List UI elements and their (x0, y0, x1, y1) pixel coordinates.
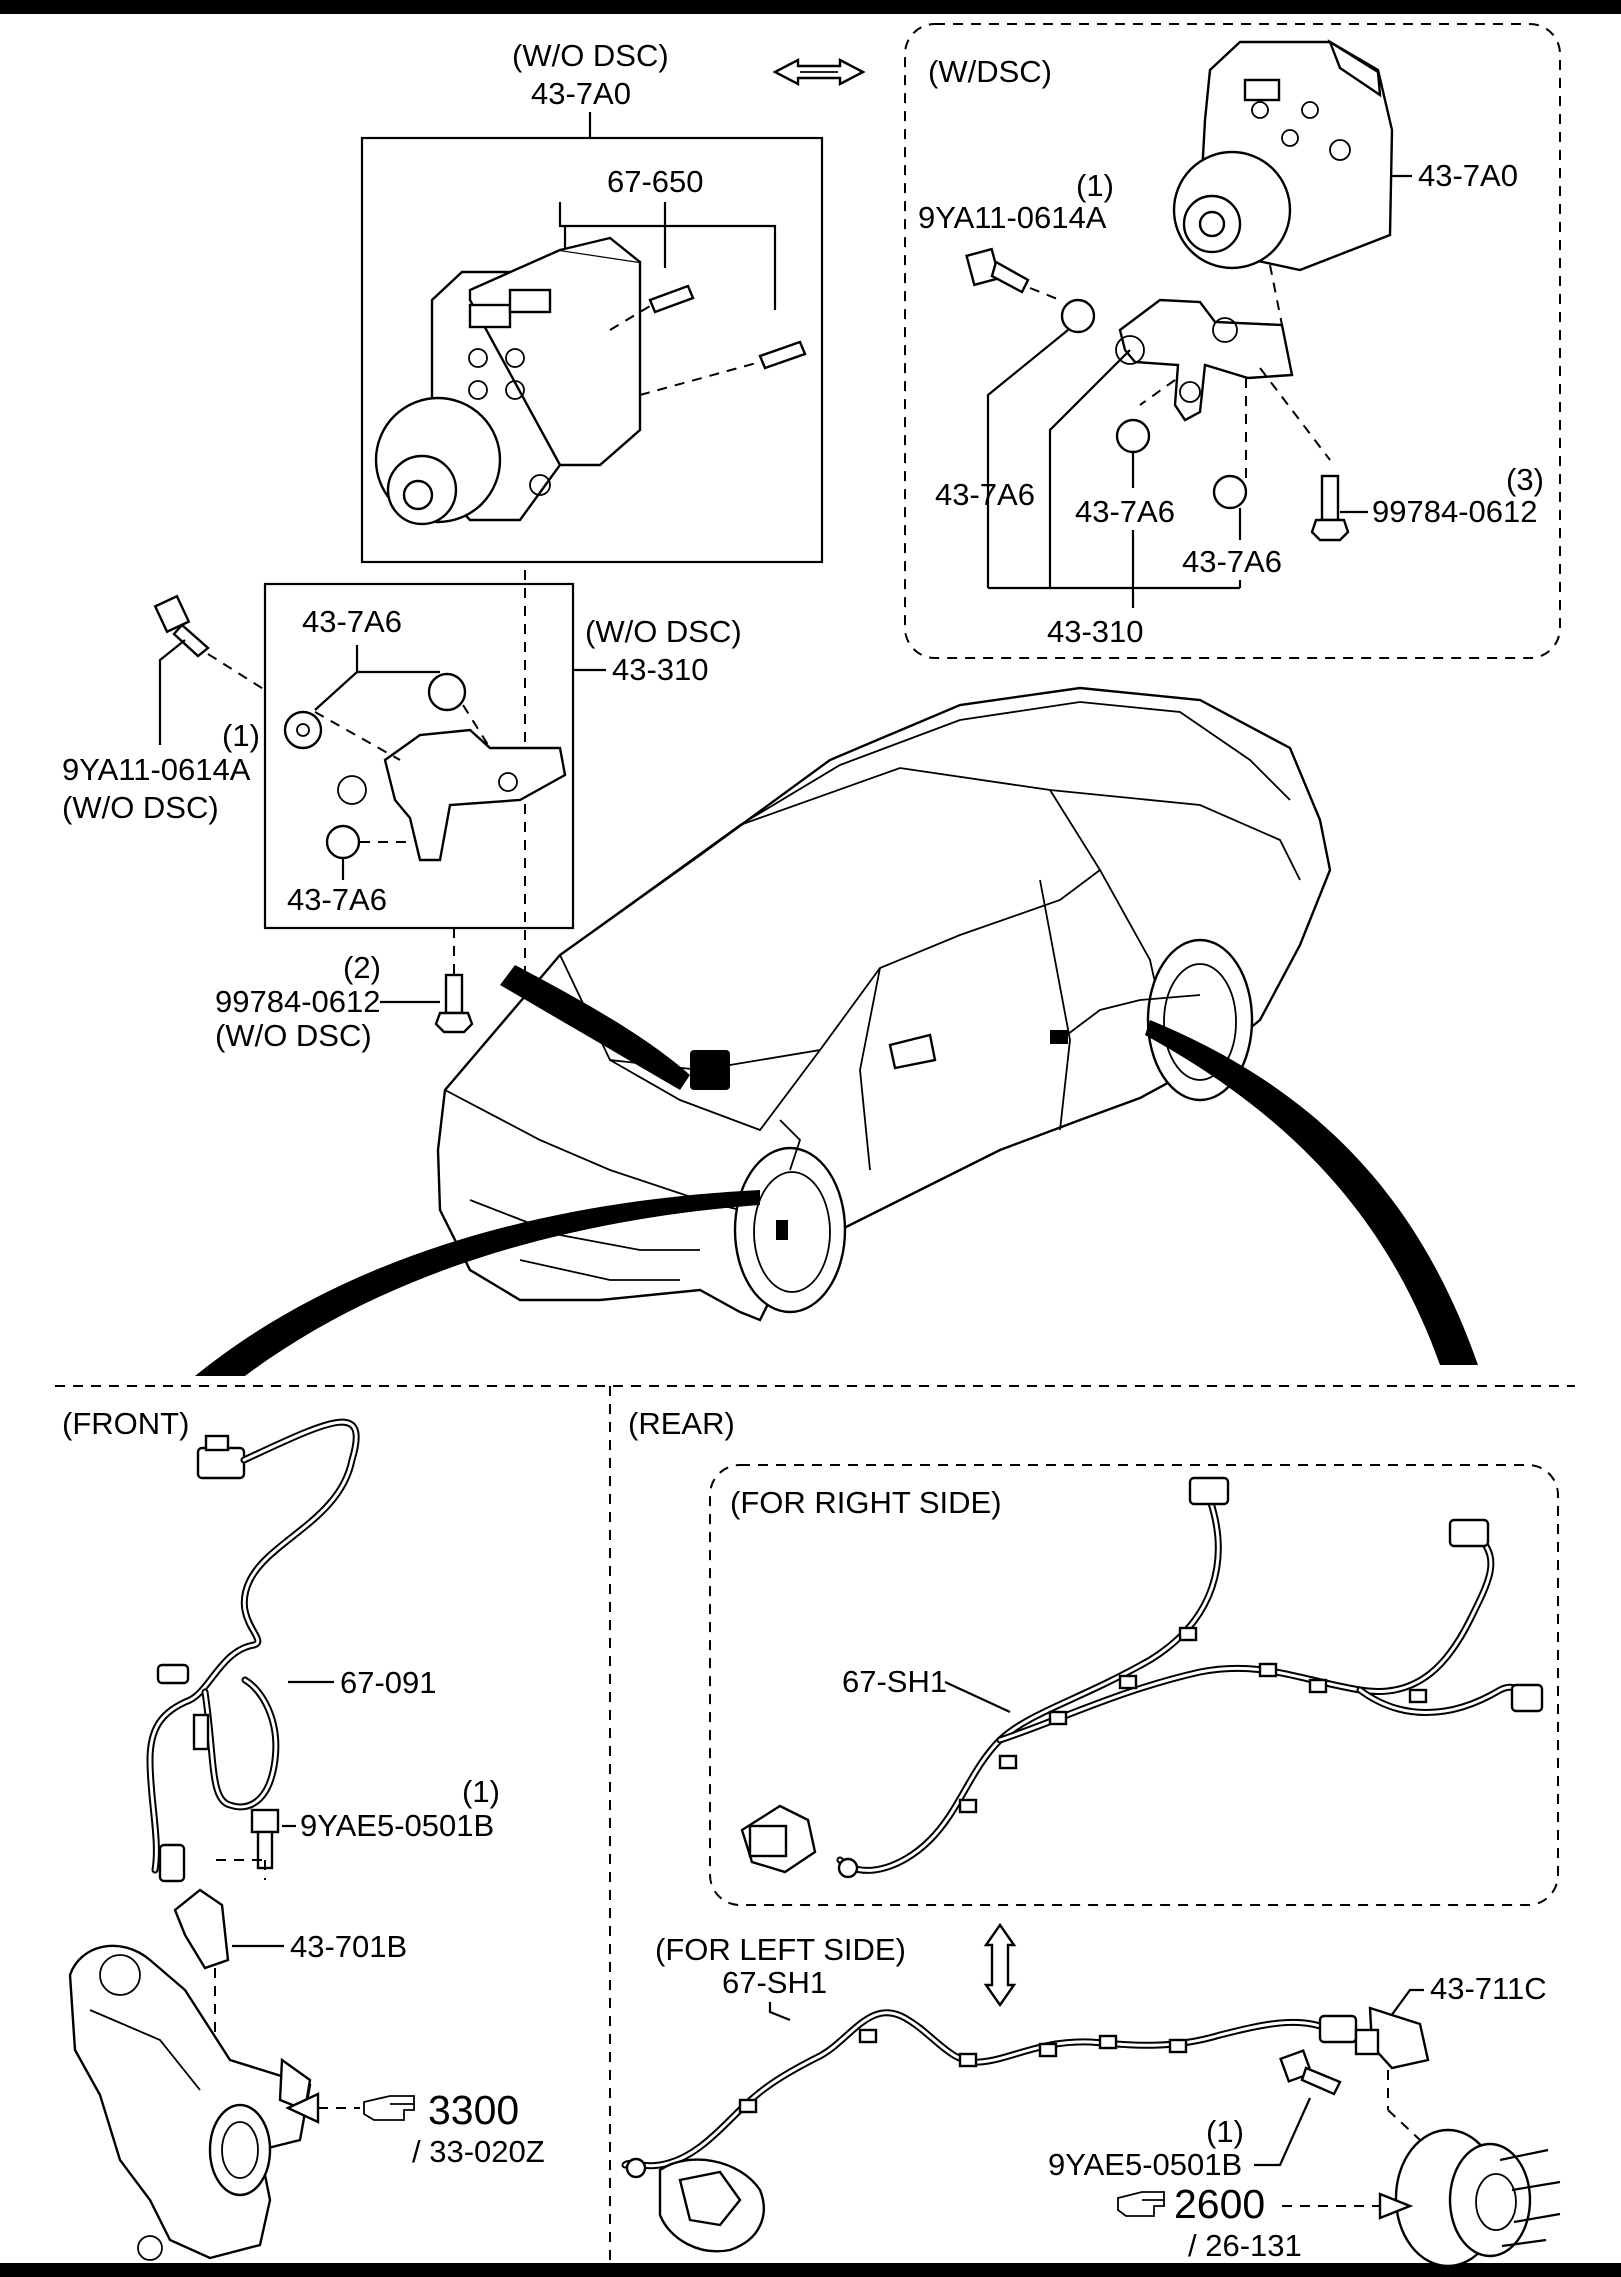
bracket-wo-dsc-label: 43-310 (612, 652, 709, 687)
insulator-wo-2 (283, 710, 323, 750)
qty-1-wdsc-bolt: (1) (1076, 168, 1114, 203)
bolt-wdsc-label: 9YA11-0614A (918, 200, 1107, 235)
alternative-arrow-rear-icon (983, 1922, 1017, 2008)
hydraulic-unit-wo-dsc-box (360, 136, 824, 564)
insulator-wdsc-2 (1115, 418, 1151, 454)
insulator-wdsc-1 (1060, 298, 1096, 334)
ref-rear-number: 2600 (1174, 2181, 1265, 2227)
alternative-arrow-icon (772, 58, 866, 86)
insulator-wo-label-a: 43-7A6 (302, 604, 402, 639)
insulator-wdsc-label-c: 43-7A6 (1182, 544, 1282, 579)
car-hu-location (690, 1050, 730, 1090)
wdsc-section: (W/DSC) 43-7A0 (1) 9YA11-0614A (904, 23, 1561, 659)
qty-3-nut: (3) (1506, 462, 1544, 497)
front-rotor-label: 43-701B (290, 1929, 407, 1964)
stud-2 (758, 340, 807, 370)
stud-bolt-label: 67-650 (607, 164, 704, 199)
harness-left-label: 67-SH1 (722, 1965, 827, 2000)
insulator-wo-1 (427, 672, 467, 712)
bottom-border-bar (0, 2263, 1621, 2277)
qty-2-nut: (2) (343, 950, 381, 985)
insulator-wo-3 (325, 824, 361, 860)
ref-front-number: 3300 (428, 2087, 519, 2133)
bracket-wo-dsc-box (263, 582, 575, 930)
pointer-swoosh-front (195, 1190, 760, 1376)
nut-wdsc-label: 99784-0612 (1372, 494, 1538, 529)
wdsc-dashed-box (904, 23, 1561, 659)
front-title: (FRONT) (62, 1406, 189, 1441)
insulator-wo-label-b: 43-7A6 (287, 882, 387, 917)
front-knuckle (68, 1944, 312, 2260)
pointing-hand-icon-front (363, 2095, 415, 2121)
wdsc-title: (W/DSC) (928, 54, 1052, 89)
insulator-wdsc-label-a: 43-7A6 (935, 477, 1035, 512)
bracket-wdsc-plate (1118, 298, 1294, 422)
front-section: (FRONT) 67-091 (1) 9YAE5-0501B 43-701B (62, 1406, 545, 2261)
bracket-wo-dsc-plate (383, 728, 567, 862)
bolt-wdsc (965, 247, 1030, 294)
pointing-hand-icon-rear (1117, 2191, 1165, 2217)
nut-wo-dsc (434, 973, 474, 1034)
stud-1 (648, 284, 695, 314)
rear-wheel-hub (1394, 2128, 1561, 2268)
rear-sensor-bolt (1279, 2049, 1342, 2096)
hydraulic-unit-wo-dsc-label: 43-7A0 (531, 76, 631, 111)
harness-right-label: 67-SH1 (842, 1664, 947, 1699)
rear-section: (REAR) (FOR RIGHT SIDE) 67-SH1 (FOR LE (621, 1406, 1561, 2268)
nut-wdsc (1310, 474, 1350, 542)
right-side-title: (FOR RIGHT SIDE) (730, 1485, 1002, 1520)
left-side-title: (FOR LEFT SIDE) (655, 1932, 906, 1967)
rear-wheel-speed-sensor (1354, 2006, 1430, 2070)
nut-wo-dsc-label: 99784-0612 (215, 984, 381, 1019)
top-border-bar (0, 0, 1621, 14)
insulator-wdsc-3 (1212, 474, 1248, 510)
wo-dsc-caption-2: (W/O DSC) (585, 614, 742, 649)
hydraulic-unit-wdsc-label: 43-7A0 (1418, 158, 1518, 193)
wo-dsc-caption-3: (W/O DSC) (62, 790, 219, 825)
front-sensor-label: 67-091 (340, 1665, 437, 1700)
qty-1-wo-bolt: (1) (222, 718, 260, 753)
rear-sensor-label: 43-711C (1430, 1971, 1547, 2006)
bolt-wo-dsc (153, 594, 210, 658)
qty-1-front-bolt: (1) (462, 1774, 500, 1809)
wo-dsc-caption-1: (W/O DSC) (512, 38, 669, 73)
ref-front-sub: / 33-020Z (412, 2134, 545, 2169)
qty-1-rear-bolt: (1) (1206, 2114, 1244, 2149)
ref-rear-sub: / 26-131 (1188, 2228, 1302, 2263)
bracket-wdsc-label: 43-310 (1047, 614, 1144, 649)
bracket-wo-dsc-group: (W/O DSC) 43-310 43-7A6 43-7A6 (1) 9YA11… (62, 582, 742, 1053)
wo-dsc-caption-4: (W/O DSC) (215, 1018, 372, 1053)
rear-title: (REAR) (628, 1406, 735, 1441)
pointer-swoosh-hu (500, 965, 690, 1090)
bolt-wo-dsc-label: 9YA11-0614A (62, 752, 251, 787)
front-bolt-label: 9YAE5-0501B (300, 1808, 494, 1843)
pointer-swoosh-rear (1145, 1020, 1478, 1365)
insulator-wdsc-label-b: 43-7A6 (1075, 494, 1175, 529)
rear-bolt-label: 9YAE5-0501B (1048, 2147, 1242, 2182)
right-side-dashed-box (709, 1464, 1559, 1906)
hydraulic-unit-wo-dsc-group: (W/O DSC) 43-7A0 67-650 (360, 38, 824, 990)
